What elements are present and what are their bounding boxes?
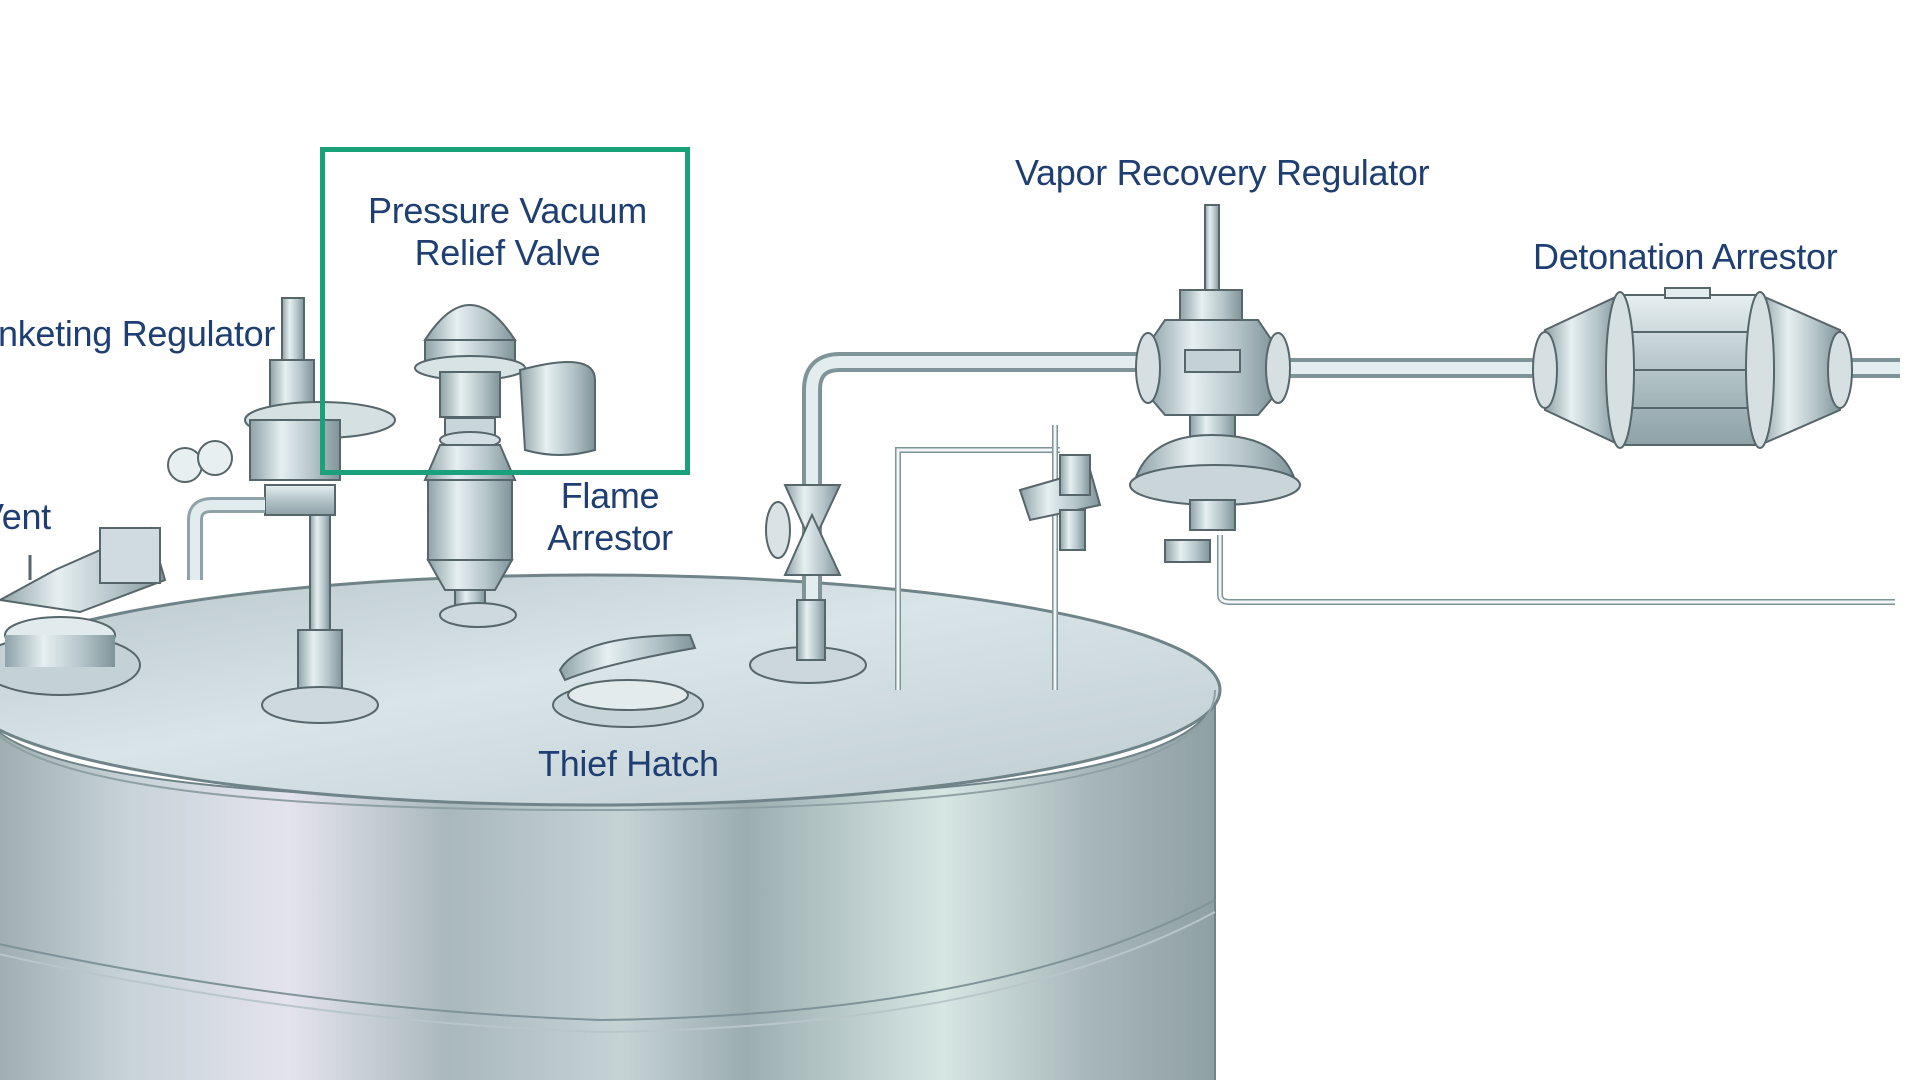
detonation-arrestor-illustration xyxy=(1532,287,1853,449)
flame-arrestor-illustration xyxy=(423,444,517,628)
thief-hatch-label[interactable]: Thief Hatch xyxy=(538,743,719,784)
flame-arrestor-label[interactable]: Flame Arrestor xyxy=(547,475,673,558)
vapor-recovery-regulator-label[interactable]: Vapor Recovery Regulator xyxy=(1015,152,1430,193)
pressure-vacuum-relief-valve-label[interactable]: Pressure Vacuum Relief Valve xyxy=(368,190,647,273)
blanketing-regulator-illustration xyxy=(167,297,396,724)
pressure-vacuum-relief-valve-illustration xyxy=(414,304,596,456)
piping-network xyxy=(749,352,1900,690)
thief-hatch-illustration xyxy=(552,633,704,728)
detonation-arrestor-label[interactable]: Detonation Arrestor xyxy=(1533,236,1838,277)
blanketing-regulator-label[interactable]: nketing Regulator xyxy=(0,313,276,354)
vapor-recovery-regulator-illustration xyxy=(1018,204,1301,563)
vent-illustration xyxy=(0,526,167,696)
selected-component-highlight[interactable] xyxy=(320,147,690,475)
vent-label[interactable]: Vent xyxy=(0,496,51,537)
